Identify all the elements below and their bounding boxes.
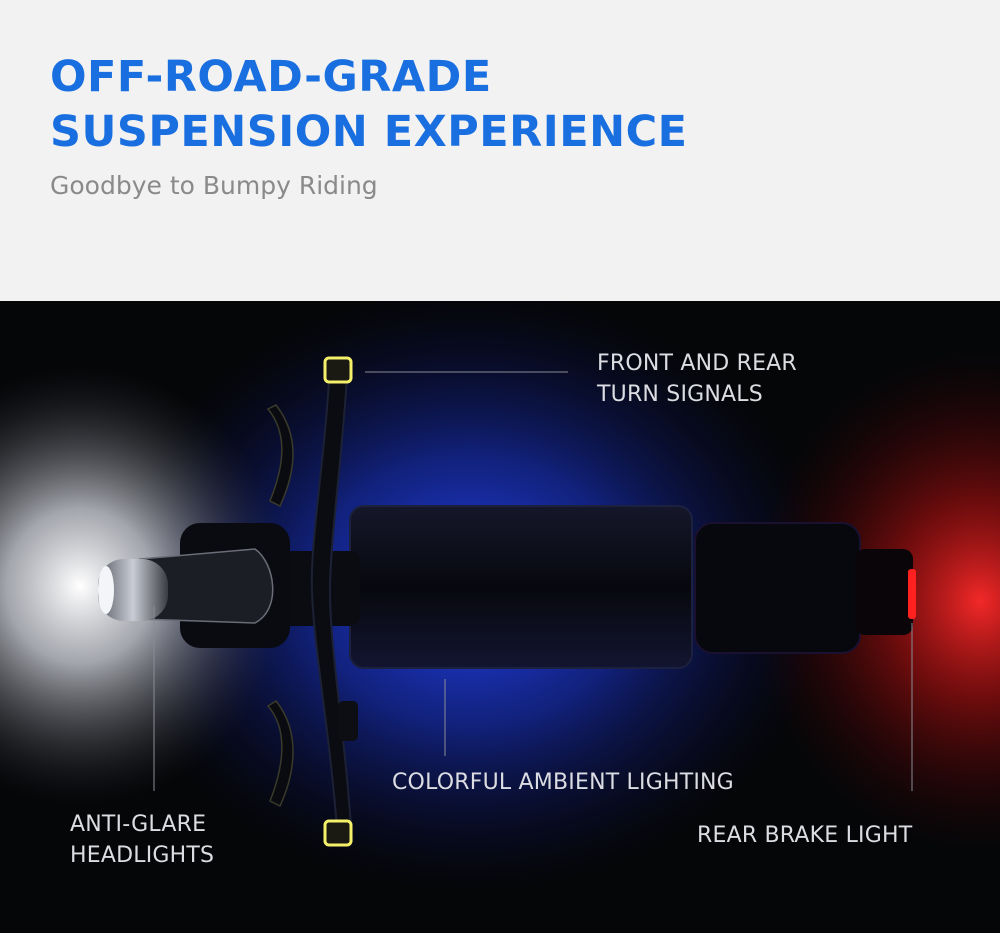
turn-signal-bottom xyxy=(323,819,353,847)
headlight-housing xyxy=(98,559,168,621)
page-subtitle: Goodbye to Bumpy Riding xyxy=(50,171,378,200)
callout-turn-signals: FRONT AND REAR TURN SIGNALS xyxy=(597,351,797,407)
scooter-illustration xyxy=(0,301,1000,891)
scooter-lighting-scene: FRONT AND REAR TURN SIGNALS COLORFUL AMB… xyxy=(0,301,1000,933)
brake-lever-bottom xyxy=(266,700,294,808)
rear-tail xyxy=(855,549,913,635)
turn-signal-top xyxy=(323,356,353,384)
rear-brake-light-strip xyxy=(908,569,916,619)
throttle-grip xyxy=(338,701,358,741)
scooter-deck xyxy=(349,505,693,669)
front-body xyxy=(139,548,274,624)
header-banner: OFF-ROAD-GRADE SUSPENSION EXPERIENCE Goo… xyxy=(0,0,1000,301)
callout-ambient-lighting: COLORFUL AMBIENT LIGHTING xyxy=(392,770,734,795)
page-title: OFF-ROAD-GRADE SUSPENSION EXPERIENCE xyxy=(50,52,688,157)
callout-headlights: ANTI-GLARE HEADLIGHTS xyxy=(70,812,215,868)
headlight-lens xyxy=(98,566,114,614)
brake-lever-top xyxy=(266,404,294,508)
rear-fender xyxy=(694,522,861,654)
callout-brake-light: REAR BRAKE LIGHT xyxy=(697,823,913,848)
